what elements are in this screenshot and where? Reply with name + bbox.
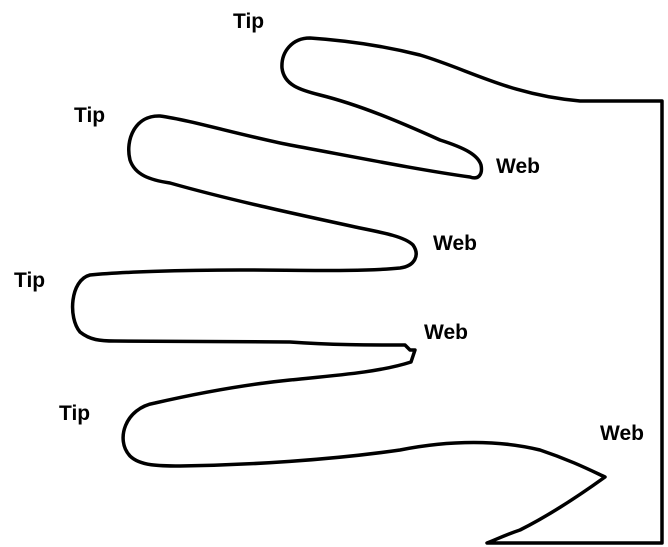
hand-outline (73, 38, 662, 543)
tip-label-2: Tip (74, 104, 105, 127)
tip-label-1: Tip (233, 10, 264, 33)
tip-label-4: Tip (59, 402, 90, 425)
web-label-3: Web (424, 321, 468, 344)
tip-label-3: Tip (14, 269, 45, 292)
web-label-2: Web (433, 232, 477, 255)
web-label-4: Web (600, 422, 644, 445)
web-label-1: Web (496, 155, 540, 178)
